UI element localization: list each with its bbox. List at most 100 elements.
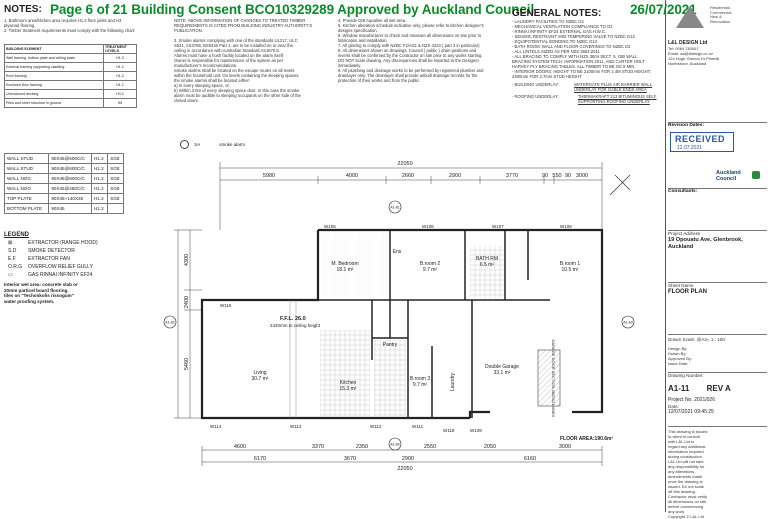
note-line: 8. All dimensions shown on drawings, Cou…	[338, 48, 477, 53]
legend-label: GAS RINNAI INFINITY EF24	[28, 272, 93, 278]
roofing-underlay-value: THERMAKRAFT 213 BITUMINOUS SELF SUPPORTI…	[577, 94, 657, 104]
dim-bottom2-9: 3000	[559, 444, 571, 450]
disclaimer-line: Contractor must verify	[668, 494, 708, 499]
disclaimer-line: to client in consult	[668, 434, 700, 439]
title-block: Residential,Commercial,New &Renovation L…	[665, 0, 768, 519]
room-kitchen-area: 15.3 m²	[340, 386, 357, 392]
window-w114: W114	[210, 424, 222, 429]
notes-column-3: 4. Provide GIB Aqualine all wet area.5. …	[338, 18, 506, 83]
drawing-number: A1-11	[668, 384, 690, 393]
window-w106: W106	[422, 224, 434, 229]
room-bed3-name: B.room 3	[410, 376, 431, 382]
table-cell: H1.2	[103, 71, 137, 81]
logo-area: Residential,Commercial,New &Renovation	[668, 2, 767, 38]
table-cell: H1.2	[103, 62, 137, 72]
note-line: within the household unit. On levels con…	[174, 73, 300, 78]
sheet-name: FLOOR PLAN	[668, 289, 707, 295]
disclaimer-line: Copyright © L&L Ltd	[668, 514, 704, 519]
table-cell: WALL NOG	[3, 173, 50, 184]
legend-label: SMOKE DETECTOR	[28, 248, 75, 254]
note-line: protection of their works and from the p…	[338, 78, 421, 83]
legend-label: OVERFLOW RELIEF GULLY	[28, 264, 93, 270]
notes-title: NOTES:	[4, 4, 42, 15]
notes-column-2: NOTE: ABOVE INFORMATION OF CHANGES TO TR…	[174, 18, 332, 103]
note-line: 6. Window manufacturer to check and meas…	[338, 33, 482, 38]
drawing-number-label: Drawing Number:	[668, 373, 704, 378]
room-bath-name: BATH RM	[476, 256, 498, 262]
revision-code: REV A	[706, 384, 731, 393]
consent-title: Page 6 of 21 Building Consent BCO1032928…	[50, 2, 535, 17]
note-line: 4. Provide GIB Aqualine all wet area.	[338, 18, 407, 23]
legend-symbol-icon: O.R.G	[8, 264, 23, 270]
council-logo-icon	[752, 171, 760, 179]
dim-bottom-4: 6160	[524, 456, 536, 462]
legend-symbol-icon: E.F	[8, 256, 16, 262]
window-w105: W105	[324, 224, 336, 229]
sheet-name-label: Sheet Name	[668, 283, 694, 288]
consultants-label: Consultants:	[668, 189, 698, 194]
section-marker-left: A1-82	[165, 321, 175, 325]
legend-item: ⊠EXTRACTOR (RANGE HOOD)	[4, 240, 134, 246]
design-field-line: Approved By:	[668, 356, 693, 361]
dim-top-5: 3770	[506, 173, 518, 179]
window-w113: W113	[290, 424, 302, 429]
legend-symbol-icon: ⊠	[8, 240, 13, 246]
table-cell: H1.2	[103, 80, 137, 90]
received-date: 12.07.2021	[677, 145, 703, 151]
table-cell: 90X45@600C/C	[48, 153, 92, 164]
general-note-line: 2400mm FOR 2.7mm STUD HEIGHT	[512, 74, 582, 79]
room-living-name: Living	[253, 370, 266, 376]
revision-label: Revision Dates:	[668, 123, 704, 128]
table-cell: H1.2	[90, 173, 109, 184]
dim-bottom2-6: 2550	[424, 444, 436, 450]
table-cell: SG8	[107, 153, 124, 164]
note-line: REQUIREMENTS IS CITED FROM BUILDING INDU…	[174, 23, 313, 28]
company-name: L&L DESIGN Ltd	[668, 40, 708, 46]
room-garage-area: 33.1 m²	[494, 370, 511, 376]
disclaimer-line: L&L Ltd will not take	[668, 459, 704, 464]
table-cell: 90X45@480C/C	[48, 183, 92, 194]
general-notes: GENERAL NOTES: - LAUNDRY FACILITIES TO N…	[512, 8, 662, 104]
company-info-line: 124 Hugh Grenon Dr Pinehill,	[668, 56, 721, 61]
dim-top-9: 3000	[576, 173, 588, 179]
note-line: 7. All glazing to comply with NZBC F2/AS…	[338, 43, 480, 48]
room-living-area: 30.7 m²	[252, 376, 269, 382]
council-name: Auckland Council	[716, 170, 741, 182]
general-notes-title: GENERAL NOTES:	[512, 8, 602, 19]
garage-door-label: GARAGE DOOR SECTION 4800X2100MM	[551, 339, 556, 416]
room-bed3-area: 9.7 m²	[413, 382, 428, 388]
dim-top-7: 550	[552, 173, 561, 179]
table-header: TREATMENT LEVELS	[103, 44, 137, 54]
dim-top-3: 2660	[402, 173, 414, 179]
legend-note-line: water proofing system.	[4, 298, 55, 304]
disclaimer-line: issued. Do not scale	[668, 484, 705, 489]
dim-bottom2-8: 2050	[484, 444, 496, 450]
disclaimer-line: regard any additional	[668, 444, 706, 449]
section-marker-top: A1-81	[390, 206, 400, 210]
smoke-alarm-label: smoke alarm	[219, 141, 246, 147]
dim-top-2: 4000	[346, 173, 358, 179]
design-field-line: Drawn By:	[668, 351, 687, 356]
table-cell: H5	[103, 98, 137, 108]
room-bath-area: 6.5 m²	[480, 262, 495, 268]
note-line: Smoke alarms shall be located on the esc…	[174, 68, 295, 73]
note-line: ceiling in accordance with Australian St…	[174, 48, 280, 53]
window-w108: W108	[560, 224, 572, 229]
section-marker-right: A1-83	[623, 321, 633, 325]
note-line: a) In every sleeping space, or	[174, 83, 229, 88]
legend-symbol-icon: S.D	[8, 248, 17, 254]
table-row: Wall framing, bottom plate and ceiling j…	[4, 53, 137, 63]
note-line: fabrication and installation.	[338, 38, 388, 43]
room-bed2-area: 9.7 m²	[423, 267, 438, 273]
note-line: 9. All plumbing and drainage works to be…	[338, 68, 484, 73]
table-cell: 90X45@600C/C	[48, 163, 92, 174]
ffl-note: 2420mm to ceiling height	[270, 323, 321, 328]
table-cell: H1.2	[103, 53, 137, 63]
project-address: 19 Opouatu Ave, Glenbrook, Auckland	[668, 237, 743, 250]
